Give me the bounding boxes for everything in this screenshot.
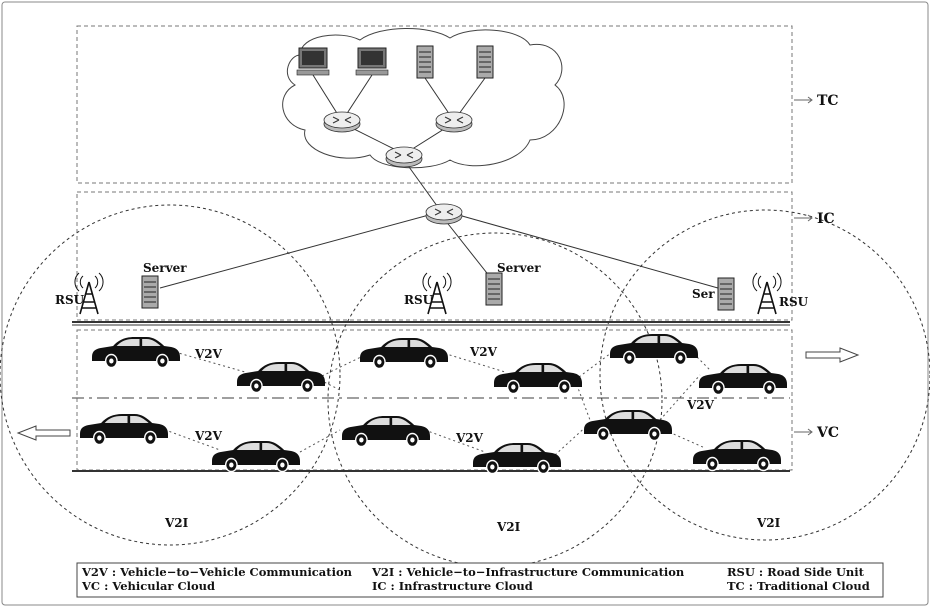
car-icon	[692, 439, 782, 472]
rsu-coverage-circle	[599, 209, 930, 541]
legend-entry: RSU : Road Side Unit	[727, 565, 865, 579]
v2i-label: V2I	[496, 520, 521, 534]
legend-entry: IC : Infrastructure Cloud	[372, 579, 533, 593]
layer-pointers	[794, 96, 813, 436]
server-icon	[416, 45, 434, 79]
rsu-label: RSU	[404, 293, 434, 307]
vc-layer-label: VC	[816, 425, 839, 441]
rsu-label: RSU	[779, 295, 809, 309]
v2v-label: V2V	[686, 398, 715, 412]
v2v-label: V2V	[469, 345, 498, 359]
legend-entry: VC : Vehicular Cloud	[81, 579, 215, 593]
central-router-icon	[425, 203, 463, 225]
server-label: Server	[143, 261, 187, 275]
car-icon	[79, 413, 169, 446]
v2v-label: V2V	[194, 347, 223, 361]
car-icon	[211, 440, 301, 473]
server-label-short: Ser	[692, 287, 715, 301]
traffic-direction-left-arrow-icon	[16, 425, 71, 441]
car-icon	[698, 363, 788, 396]
rsu-label: RSU	[55, 293, 85, 307]
v2v-label: V2V	[455, 431, 484, 445]
rsu-coverage-circles	[0, 204, 930, 568]
traditional-cloud-shape	[282, 28, 565, 169]
legend-box	[76, 562, 884, 598]
server-icon	[141, 275, 159, 309]
legend-entry: V2V : Vehicle−to−Vehicle Communication	[81, 565, 353, 579]
server-label: Server	[497, 261, 541, 275]
computer-icon	[296, 47, 330, 76]
car-icon	[91, 336, 181, 369]
router-icon	[385, 146, 423, 168]
computer-icon	[355, 47, 389, 76]
server-icon	[476, 45, 494, 79]
rsu-coverage-circle	[327, 232, 663, 568]
legend-entry: V2I : Vehicle−to−Infrastructure Communic…	[371, 565, 685, 579]
infrastructure-links	[159, 211, 726, 291]
car-icon	[583, 409, 673, 442]
v2i-label: V2I	[164, 516, 189, 530]
server-icon	[485, 272, 503, 306]
rsu-antenna-icon	[752, 272, 782, 315]
v2i-label: V2I	[756, 516, 781, 530]
server-icon	[717, 277, 735, 311]
car-icon	[493, 362, 583, 395]
traffic-direction-right-arrow-icon	[805, 347, 860, 363]
tc-layer-box	[76, 25, 793, 184]
v2v-label: V2V	[194, 429, 223, 443]
router-icon	[435, 111, 473, 133]
v2v-links	[159, 349, 711, 456]
car-icon	[236, 361, 326, 394]
ic-layer-box	[76, 191, 793, 321]
tc-layer-label: TC	[817, 93, 839, 109]
ic-layer-label: IC	[817, 211, 835, 227]
legend-entry: TC : Traditional Cloud	[727, 579, 870, 593]
car-icon	[609, 333, 699, 366]
car-icon	[341, 415, 431, 448]
router-icon	[323, 111, 361, 133]
rsu-coverage-circle	[0, 204, 341, 546]
car-icon	[359, 337, 449, 370]
car-icon	[472, 442, 562, 475]
